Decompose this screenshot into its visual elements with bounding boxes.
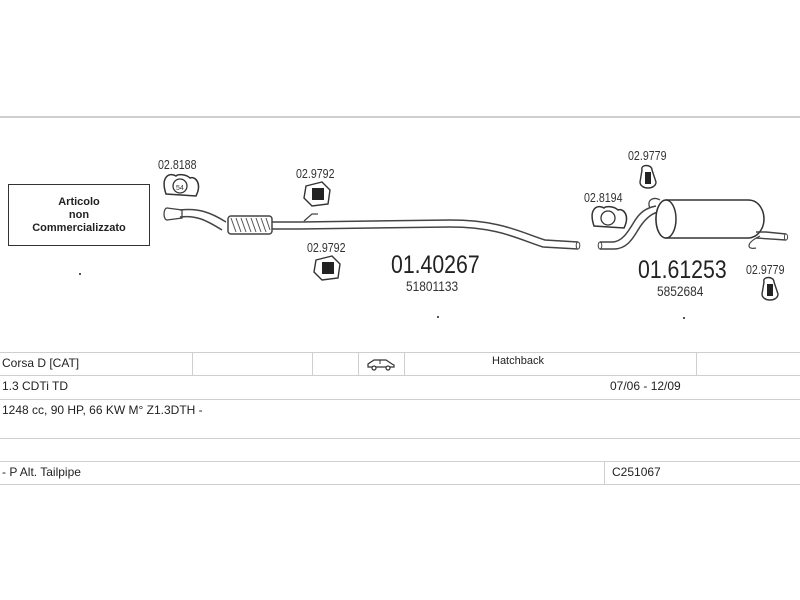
flexible-joint — [227, 215, 273, 235]
catalog-code-cell: C251067 — [612, 465, 661, 479]
engine-cell: 1.3 CDTi TD — [2, 379, 69, 393]
oem-code-rear-silencer: 5852684 — [657, 283, 704, 299]
rubber-mount-upper-icon — [303, 181, 331, 207]
oem-code-center-pipe: 51801133 — [406, 278, 459, 294]
part-code-center-pipe[interactable]: 01.40267 — [391, 251, 480, 279]
table-row: 1248 cc, 90 HP, 66 KW M° Z1.3DTH - — [0, 399, 800, 422]
table-row: - P Alt. Tailpipe C251067 — [0, 461, 800, 484]
clamp-front-icon: 54 — [163, 173, 200, 197]
rubber-mount-rear-upper-icon — [639, 164, 657, 189]
years-cell: 07/06 - 12/09 — [610, 379, 681, 393]
svg-text:54: 54 — [176, 185, 184, 192]
part-code-rubber-mount-lower[interactable]: 02.9792 — [307, 240, 346, 255]
car-hatchback-icon — [366, 357, 396, 374]
dot-marker — [79, 273, 81, 275]
clamp-rear-icon — [591, 205, 628, 229]
table-row: Corsa D [CAT] Hatchback — [0, 352, 800, 375]
part-code-clamp-front[interactable]: 02.8188 — [158, 157, 197, 172]
dot-marker — [437, 316, 439, 318]
tailpipe-cell: - P Alt. Tailpipe — [2, 465, 81, 479]
spec-cell: 1248 cc, 90 HP, 66 KW M° Z1.3DTH - — [2, 403, 203, 417]
notice-line-3: Commercializzato — [32, 221, 126, 234]
center-pipe — [272, 213, 581, 250]
part-code-rear-silencer[interactable]: 01.61253 — [638, 256, 727, 284]
rear-silencer — [655, 199, 789, 249]
table-bottom-border — [0, 484, 800, 485]
part-code-rubber-mount-upper[interactable]: 02.9792 — [296, 166, 335, 181]
rubber-mount-lower-icon — [313, 255, 341, 281]
dot-marker — [683, 317, 685, 319]
front-pipe — [179, 208, 227, 223]
table-row: 1.3 CDTi TD 07/06 - 12/09 — [0, 375, 800, 398]
not-sold-notice: Articolo non Commercializzato — [8, 184, 150, 246]
exhaust-diagram: 54 — [0, 116, 800, 319]
rear-pipe — [597, 197, 661, 250]
part-code-clamp-rear[interactable]: 02.8194 — [584, 190, 623, 205]
front-flange — [163, 207, 183, 221]
table-row — [0, 438, 800, 461]
notice-line-1: Articolo — [58, 195, 100, 208]
notice-line-2: non — [68, 208, 90, 221]
exhaust-drawing: 54 — [0, 116, 800, 301]
part-code-rubber-mount-rear-lower[interactable]: 02.9779 — [746, 262, 785, 277]
part-code-rubber-mount-rear-upper[interactable]: 02.9779 — [628, 148, 667, 163]
rubber-mount-rear-lower-icon — [761, 276, 779, 301]
body-type-cell: Hatchback — [492, 355, 544, 367]
model-cell: Corsa D [CAT] — [2, 356, 80, 370]
